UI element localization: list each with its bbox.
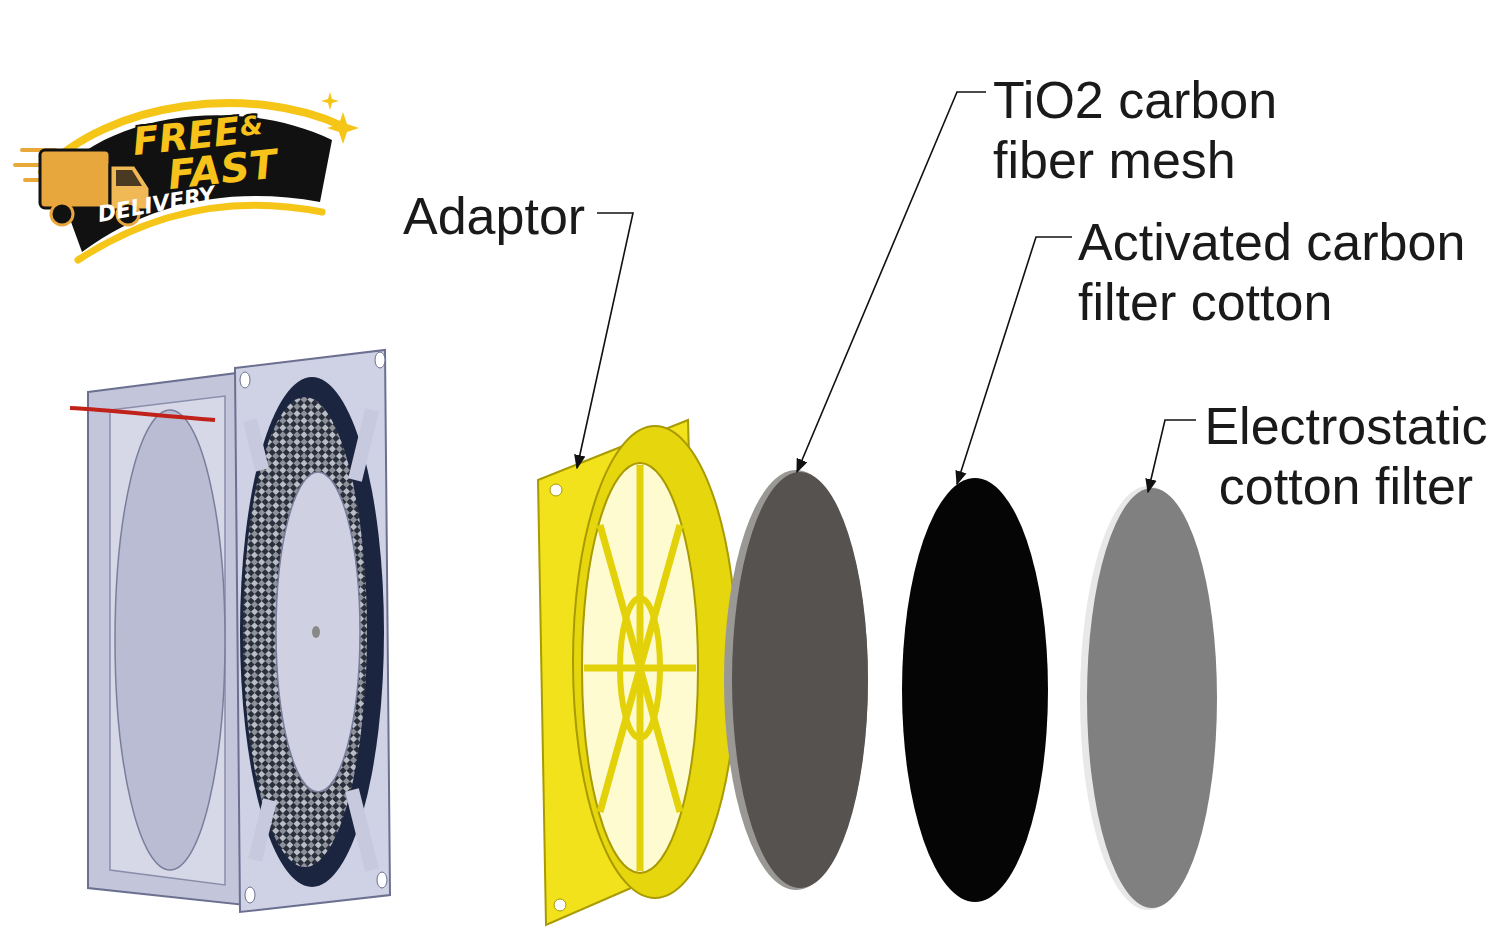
adaptor-spokes (584, 465, 696, 871)
fan-axle (312, 626, 320, 638)
sparkle (321, 92, 339, 110)
sparkle (327, 112, 359, 144)
fan-wire (70, 408, 215, 420)
electrostatic-disc-edge (1080, 486, 1216, 910)
leader-line (957, 237, 1072, 484)
leader-line (1148, 420, 1196, 492)
fan-housing (110, 396, 225, 885)
activated-carbon-disc (902, 478, 1048, 902)
fan-tube (115, 410, 225, 870)
leader-line (797, 92, 986, 472)
fan-illustration (70, 350, 390, 912)
adaptor-opening (582, 463, 698, 873)
part-label: Activated carbon filter cotton (1078, 212, 1490, 332)
delivery-badge (15, 92, 359, 260)
fan-strut (250, 410, 372, 870)
tio2-disc (732, 472, 868, 888)
mounting-hole (377, 872, 387, 888)
fan-back-frame (88, 372, 245, 905)
badge-text: & (238, 108, 281, 142)
adaptor-illustration (538, 420, 737, 925)
truck-window (116, 170, 142, 186)
mounting-hole (240, 372, 250, 388)
fan-hub (276, 472, 360, 792)
adaptor-inner-ring (620, 598, 660, 738)
mounting-hole (245, 887, 255, 903)
fan-front-frame (235, 350, 390, 912)
truck-wheel (51, 203, 73, 225)
adaptor-ring (573, 426, 737, 898)
mounting-hole (375, 352, 385, 368)
electrostatic-disc (1087, 488, 1217, 908)
mounting-hole (550, 484, 562, 496)
fan-opening (240, 377, 384, 887)
part-label: Electrostatic cotton filter (1198, 396, 1494, 516)
part-label: Adaptor (403, 186, 603, 246)
mounting-hole (554, 899, 566, 911)
truck-body (40, 150, 110, 208)
leader-line (577, 213, 633, 468)
tio2-disc-edge (724, 470, 868, 890)
part-label: TiO2 carbon fiber mesh (993, 70, 1323, 190)
